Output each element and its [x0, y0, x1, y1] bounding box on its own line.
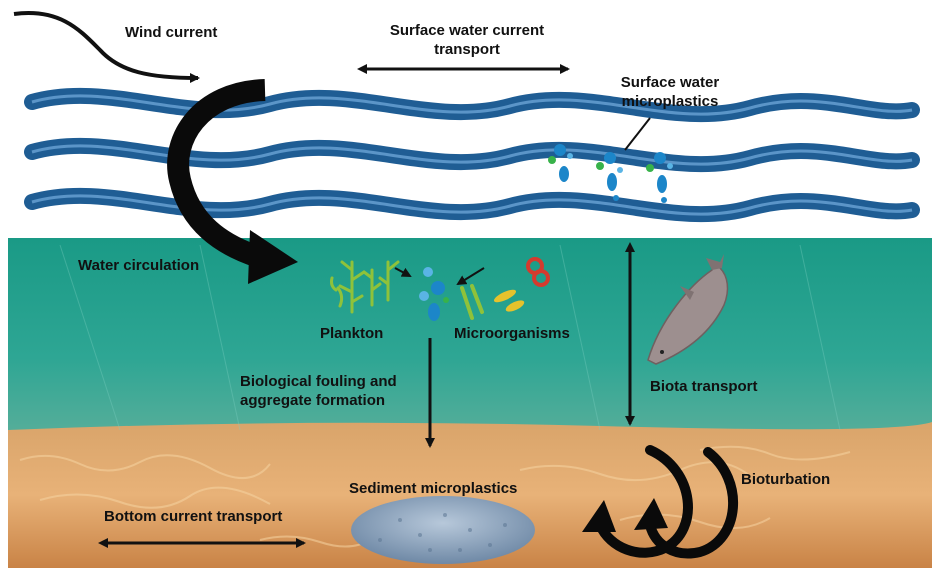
plankton-label: Plankton: [320, 325, 383, 344]
fouling-label: Biological fouling and aggregate formati…: [240, 373, 397, 411]
surface-microplastics-label-line2: microplastics: [595, 93, 745, 112]
bottom-current-label: Bottom current transport: [104, 508, 282, 527]
water-circulation-label: Water circulation: [78, 257, 199, 276]
surface-transport-label-line1: Surface water current: [372, 22, 562, 41]
sediment-microplastics-label: Sediment microplastics: [349, 480, 517, 499]
wind-current-label: Wind current: [125, 24, 217, 43]
bioturbation-label: Bioturbation: [741, 471, 830, 490]
fouling-label-line2: aggregate formation: [240, 392, 397, 411]
surface-transport-label-line2: transport: [372, 41, 562, 60]
microorganisms-label: Microorganisms: [454, 325, 570, 344]
biota-transport-label: Biota transport: [650, 378, 758, 397]
surface-transport-label: Surface water current transport: [372, 22, 562, 60]
surface-microplastics-label: Surface water microplastics: [595, 74, 745, 112]
surface-microplastics-label-line1: Surface water: [595, 74, 745, 93]
sediment-pile: [351, 496, 535, 564]
fouling-label-line1: Biological fouling and: [240, 373, 397, 392]
